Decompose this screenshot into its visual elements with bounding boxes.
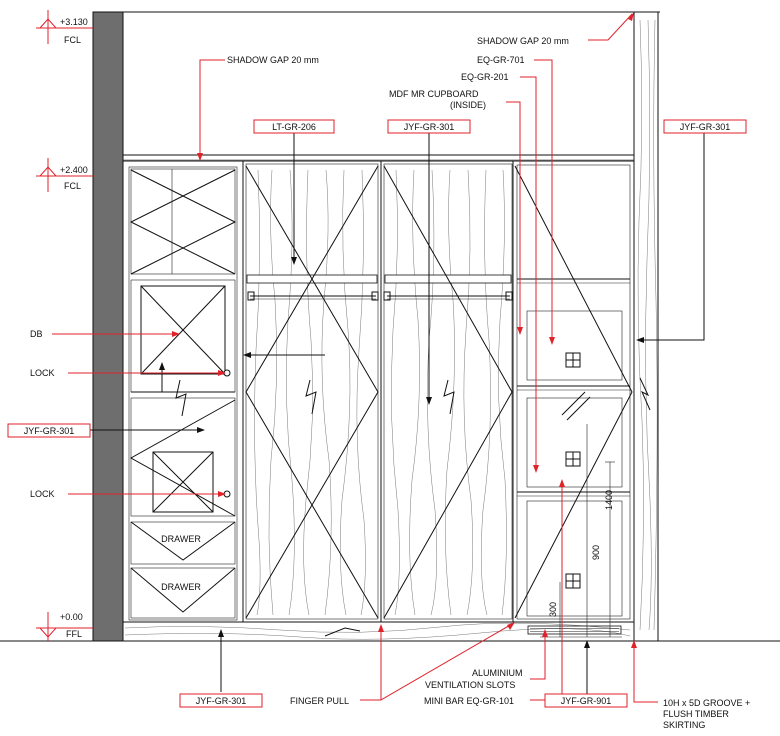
tag-jyf-901: JYF-GR-901 (544, 693, 628, 708)
svg-text:JYF-GR-301: JYF-GR-301 (196, 696, 247, 706)
label-groove-line2: FLUSH TIMBER (663, 709, 729, 719)
drawer-upper (130, 521, 236, 565)
level-floor-value: +0.00 (60, 612, 83, 622)
drawer-lower (130, 567, 236, 619)
floor-grille (527, 625, 622, 635)
tag-lt-gr-206: LT-GR-206 (253, 119, 335, 134)
label-eq-701: EQ-GR-701 (477, 55, 525, 65)
label-groove-line3: SKIRTING (663, 720, 705, 730)
right-cabinet (512, 160, 651, 623)
label-mdf-line1: MDF MR CUPBOARD (389, 89, 479, 99)
level-markers: +3.130 FCL +2.400 FCL +0.00 FFL (36, 10, 93, 641)
level-top-value: +3.130 (60, 17, 88, 27)
center-doors (242, 160, 514, 623)
label-finger-pull: FINGER PULL (290, 696, 349, 706)
appliance-upper (526, 310, 623, 381)
level-ceiling-value: +2.400 (60, 165, 88, 175)
door-right (383, 163, 513, 620)
annotation-leaders (52, 12, 705, 703)
right-column (633, 11, 659, 642)
label-shadow-gap-left: SHADOW GAP 20 mm (227, 55, 319, 65)
svg-text:JYF-GR-901: JYF-GR-901 (561, 696, 612, 706)
side-wall (92, 11, 124, 642)
label-eq-201: EQ-GR-201 (461, 72, 509, 82)
label-drawer-lower: DRAWER (161, 582, 201, 592)
label-vent-line2: VENTILATION SLOTS (425, 680, 515, 690)
label-mdf-line2: (INSIDE) (450, 100, 486, 110)
dimension-900: 900 (591, 545, 601, 560)
tag-jyf-right: JYF-GR-301 (663, 119, 747, 134)
label-drawer-upper: DRAWER (161, 534, 201, 544)
dimension-300: 300 (548, 602, 558, 617)
label-groove-line1: 10H x 5D GROOVE + (663, 698, 750, 708)
label-mini-bar: MINI BAR EQ-GR-101 (424, 696, 514, 706)
level-top-name: FCL (64, 35, 81, 45)
tag-jyf-top-center: JYF-GR-301 (387, 119, 471, 134)
label-vent-line1: ALUMINIUM (472, 668, 523, 678)
dimension-1400: 1400 (604, 490, 614, 510)
appliance-lower (526, 500, 623, 617)
left-cabinet (122, 160, 244, 623)
text-labels: SHADOW GAP 20 mm SHADOW GAP 20 mm EQ-GR-… (30, 36, 750, 730)
appliance-middle (526, 397, 623, 488)
level-floor-name: FFL (66, 629, 82, 639)
label-lock-upper: LOCK (30, 368, 55, 378)
structure (0, 11, 780, 642)
svg-text:JYF-GR-301: JYF-GR-301 (24, 426, 75, 436)
tag-jyf-bottom: JYF-GR-301 (179, 693, 263, 708)
dimensions: 1400 900 300 (540, 424, 622, 638)
svg-text:JYF-GR-301: JYF-GR-301 (404, 122, 455, 132)
label-db: DB (30, 329, 43, 339)
level-ceiling-name: FCL (64, 181, 81, 191)
label-lock-lower: LOCK (30, 489, 55, 499)
tag-jyf-left: JYF-GR-301 (7, 423, 91, 438)
label-shadow-gap-right: SHADOW GAP 20 mm (477, 36, 569, 46)
svg-text:JYF-GR-301: JYF-GR-301 (680, 122, 731, 132)
door-left (245, 163, 379, 620)
svg-text:LT-GR-206: LT-GR-206 (272, 122, 316, 132)
tag-boxes: LT-GR-206 JYF-GR-301 JYF-GR-301 JYF-GR-3… (7, 119, 747, 708)
